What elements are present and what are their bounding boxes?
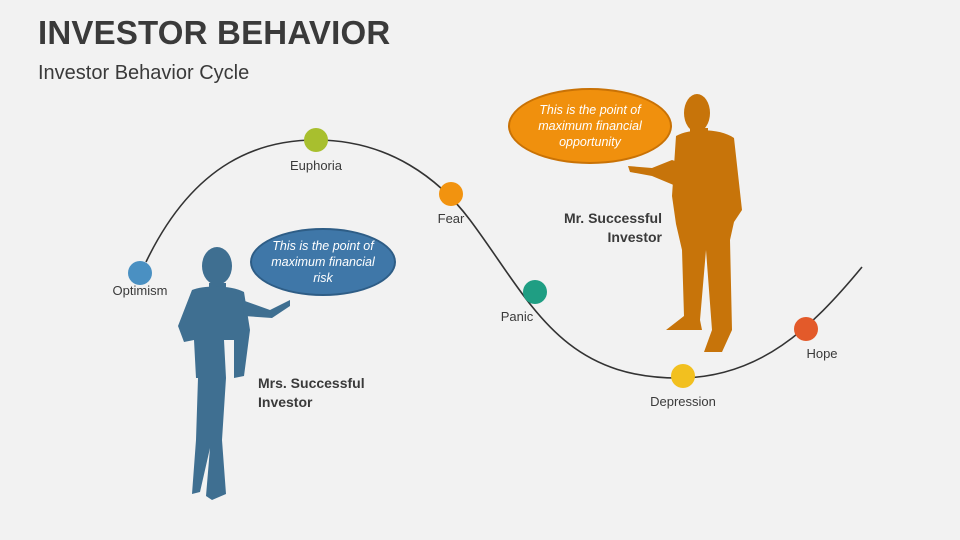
cycle-curve: [145, 139, 863, 379]
female-investor-silhouette: [178, 247, 290, 500]
female-investor-label-text: Mrs. Successful Investor: [258, 375, 365, 410]
stage-dot-optimism: [128, 261, 152, 285]
stage-label-hope: Hope: [806, 346, 837, 361]
stage-dot-hope: [794, 317, 818, 341]
page-subtitle: Investor Behavior Cycle: [38, 62, 250, 84]
stage-label-fear: Fear: [438, 211, 465, 226]
male-investor-label-text: Mr. Successful Investor: [563, 210, 662, 245]
stage-dot-fear: [439, 182, 463, 206]
stage-label-panic: Panic: [501, 309, 534, 324]
stage-dot-panic: [523, 280, 547, 304]
risk-callout-bubble: This is the point of maximum financial r…: [250, 228, 396, 296]
page-title: INVESTOR BEHAVIOR: [38, 14, 391, 51]
stage-dot-depression: [671, 364, 695, 388]
stage-dot-euphoria: [304, 128, 328, 152]
stage-label-optimism: Optimism: [113, 283, 168, 298]
female-investor-label: Mrs. Successful Investor: [258, 374, 368, 412]
male-investor-silhouette: [628, 94, 742, 352]
male-investor-label: Mr. Successful Investor: [560, 209, 662, 247]
stage-label-euphoria: Euphoria: [290, 158, 343, 173]
opportunity-callout-bubble: This is the point of maximum financial o…: [508, 88, 672, 164]
stage-label-depression: Depression: [650, 394, 716, 409]
